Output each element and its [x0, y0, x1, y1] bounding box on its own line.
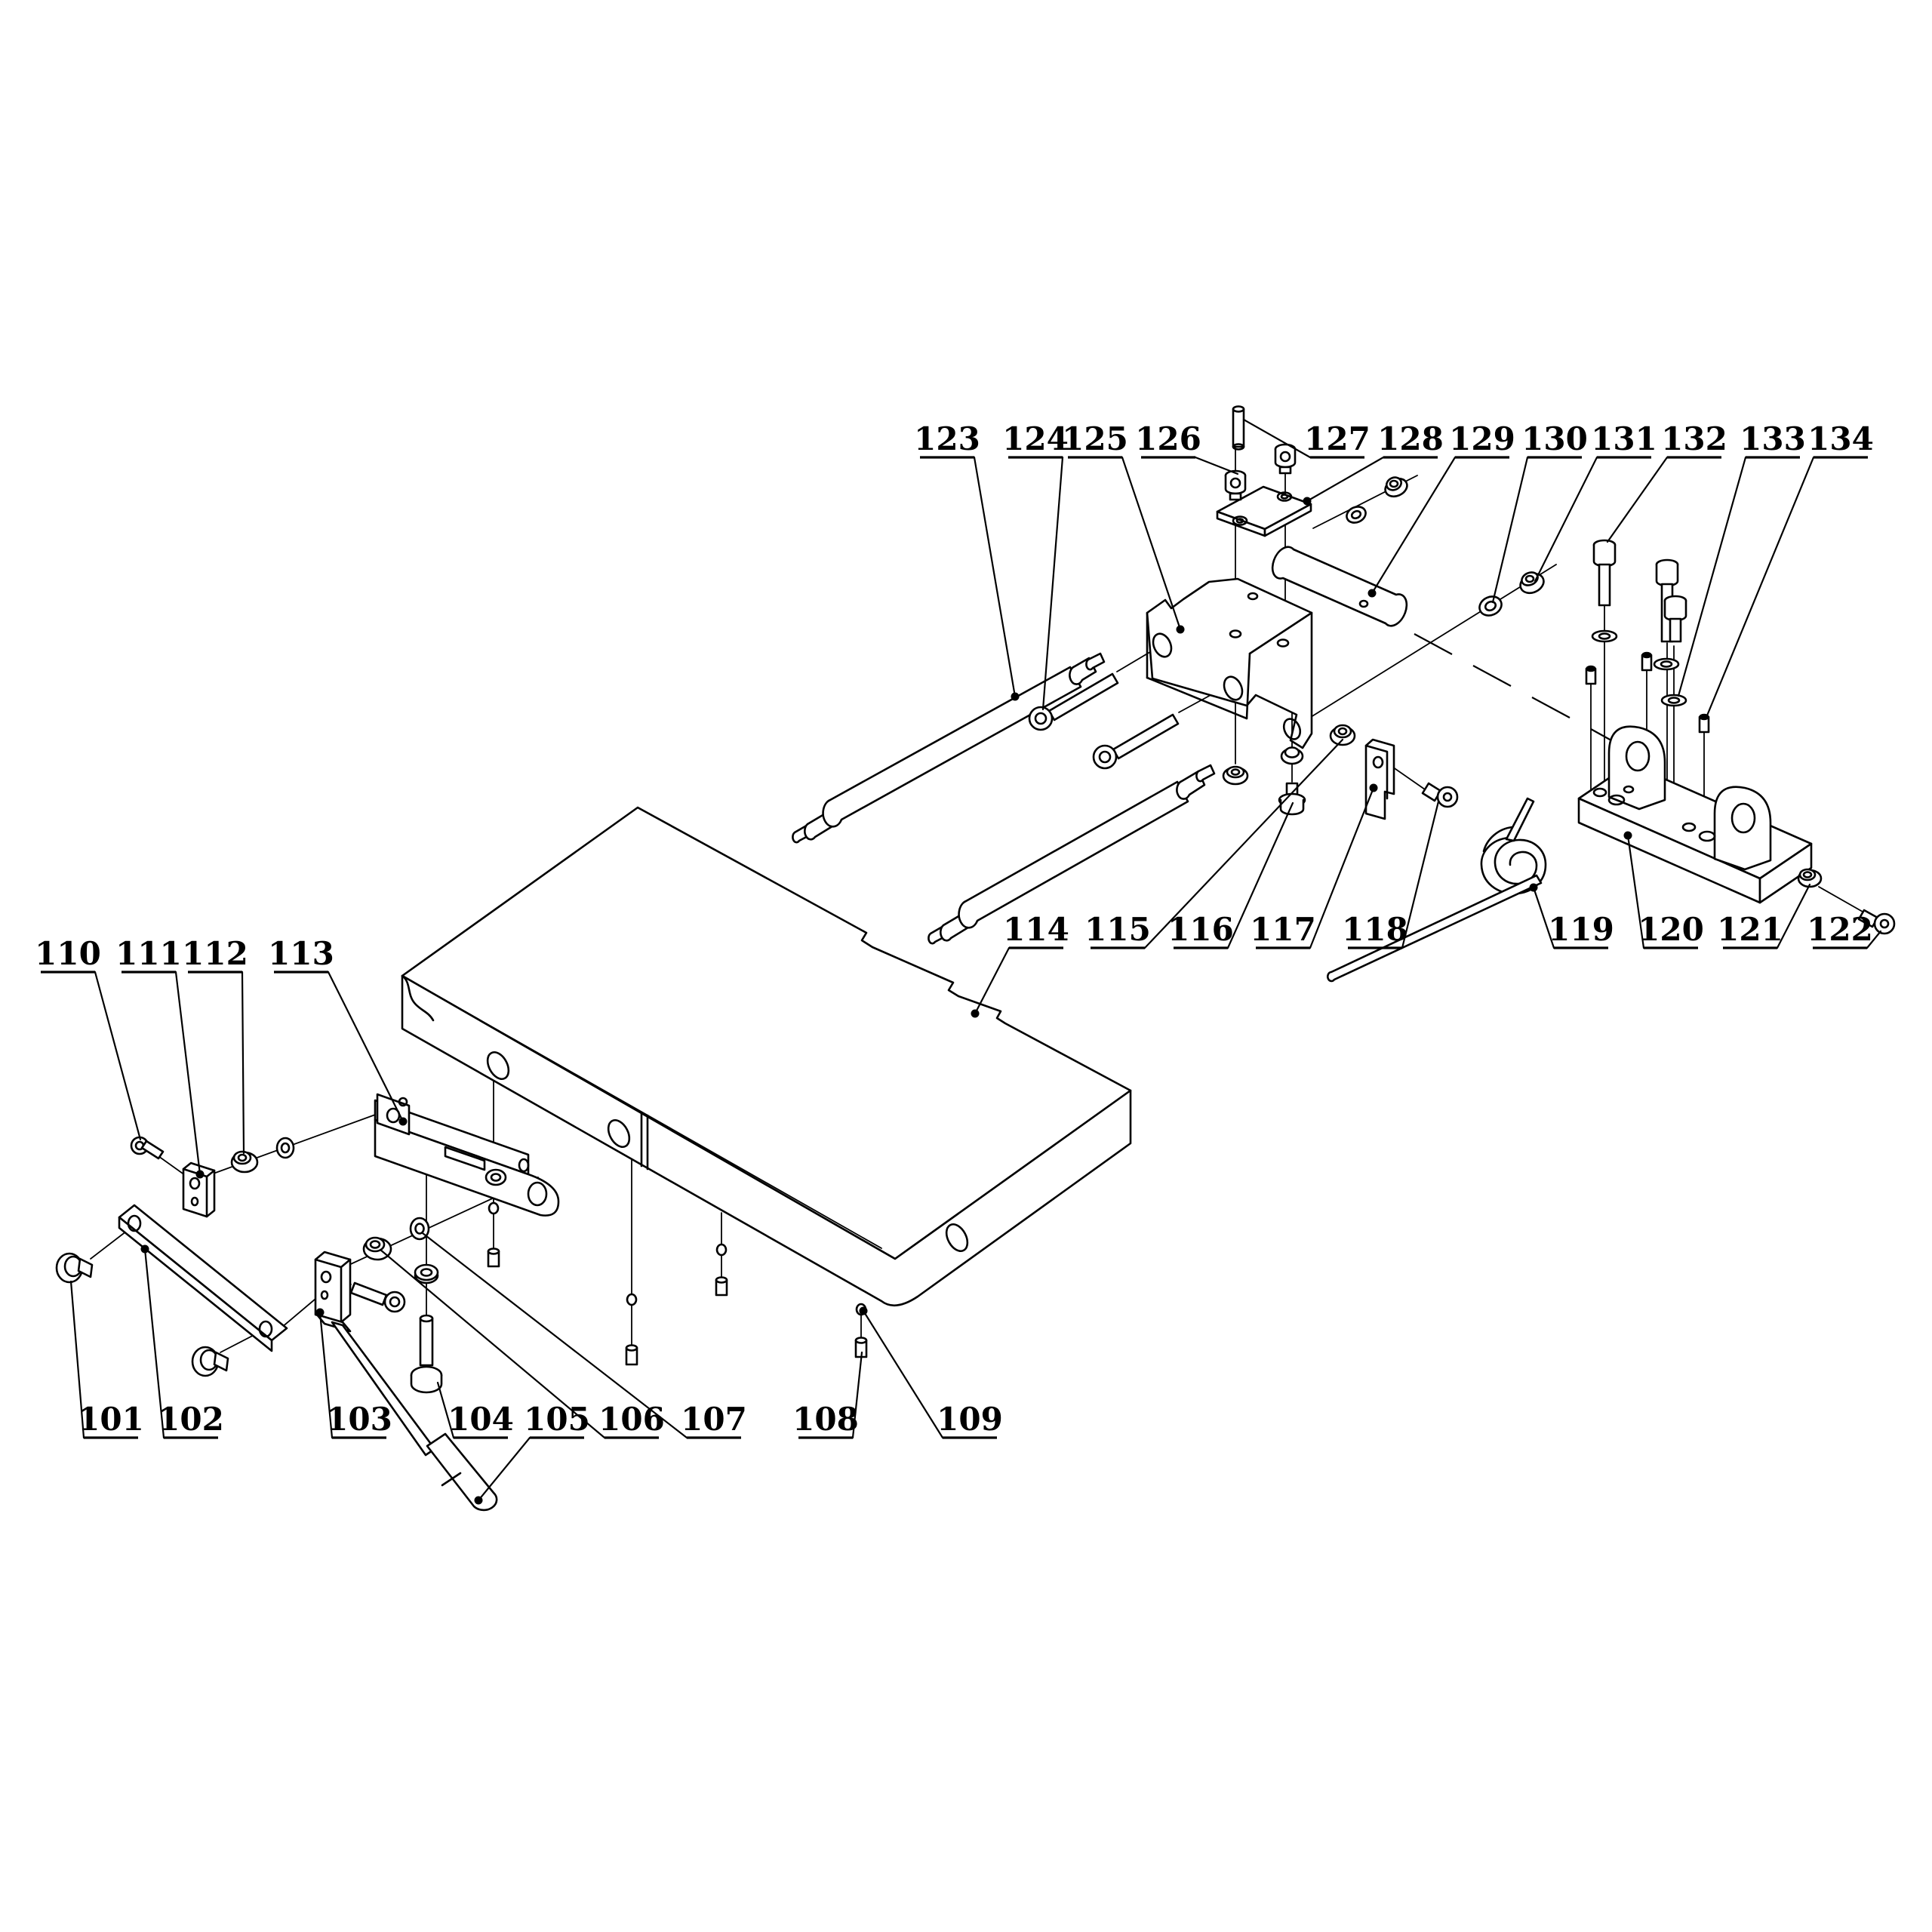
socket-bolt-124a	[1028, 672, 1119, 731]
flange-nut-112	[230, 1150, 259, 1174]
callout-122: 122	[1807, 911, 1873, 948]
callout-labels: 123 124 125 126 127 128 129 130 131 132 …	[35, 420, 1874, 1439]
set-screws-base	[1585, 651, 1710, 734]
socket-screw-126b	[1274, 443, 1297, 475]
hex-bolt-132	[1591, 539, 1618, 643]
torsion-spring	[1327, 797, 1547, 983]
callout-114: 114	[1003, 911, 1069, 948]
callout-133: 133	[1740, 420, 1806, 457]
callout-118: 118	[1342, 911, 1408, 948]
cover-plate	[1216, 485, 1312, 537]
callout-116: 116	[1168, 911, 1234, 948]
callout-107: 107	[681, 1401, 747, 1438]
nut-and-flange-bolt-116	[1278, 746, 1306, 816]
lock-lever-105	[331, 1321, 498, 1512]
flange-nut-115	[1329, 724, 1356, 746]
screw-118	[1421, 782, 1459, 808]
callout-124: 124	[1002, 420, 1069, 457]
flange-nut-121	[1797, 868, 1823, 888]
cap-screw-122	[1857, 909, 1896, 935]
latch-plate	[1364, 738, 1395, 820]
callout-130: 130	[1521, 420, 1588, 457]
clamp-plate-113	[374, 1093, 560, 1217]
callout-123: 123	[914, 420, 980, 457]
pin-127	[1232, 405, 1245, 451]
flange-nut-131	[1519, 571, 1545, 595]
callout-105: 105	[524, 1401, 590, 1438]
callout-103: 103	[326, 1401, 392, 1438]
callout-128: 128	[1377, 420, 1444, 457]
callout-109: 109	[937, 1401, 1003, 1438]
callout-110: 110	[35, 935, 101, 972]
callout-113: 113	[268, 935, 334, 972]
hex-bolt-133b	[1660, 595, 1687, 707]
callout-132: 132	[1661, 420, 1727, 457]
washer-left	[275, 1137, 295, 1159]
hex-nut-rod	[1222, 765, 1249, 786]
callout-125: 125	[1062, 420, 1128, 457]
callout-127: 127	[1304, 420, 1371, 457]
knob-screw-101b	[191, 1346, 229, 1377]
socket-bolt-block	[349, 1281, 406, 1313]
hex-nut-thin	[414, 1263, 439, 1284]
pivot-bracket	[1146, 577, 1313, 749]
leader-lines	[69, 418, 1882, 1505]
callout-119: 119	[1548, 911, 1614, 948]
pivot-cylinder	[1271, 546, 1408, 627]
shoulder-bolt-104	[410, 1314, 443, 1394]
callout-126: 126	[1135, 420, 1201, 457]
table-body	[401, 806, 1132, 1307]
screw-110	[130, 1136, 165, 1160]
bearing-base	[1577, 725, 1813, 904]
callout-106: 106	[598, 1401, 665, 1438]
callout-121: 121	[1717, 911, 1783, 948]
table-hanger-pins	[487, 1201, 868, 1366]
callout-117: 117	[1250, 911, 1316, 948]
slide-rod-lower	[928, 764, 1216, 945]
callout-104: 104	[448, 1401, 514, 1438]
washer-130	[1478, 595, 1503, 617]
stop-block-111	[182, 1161, 216, 1218]
flange-nut-106	[362, 1236, 392, 1261]
callout-120: 120	[1638, 911, 1704, 948]
callout-115: 115	[1084, 911, 1151, 948]
callout-131: 131	[1591, 420, 1657, 457]
callout-101: 101	[78, 1401, 144, 1438]
callout-108: 108	[792, 1401, 859, 1438]
link-arm-102	[118, 1204, 288, 1352]
socket-bolt-124b	[1092, 713, 1180, 770]
callout-112: 112	[182, 935, 248, 972]
callout-102: 102	[158, 1401, 224, 1438]
washer-nut-upper	[1346, 476, 1408, 524]
callout-129: 129	[1449, 420, 1515, 457]
socket-screw-126a	[1224, 469, 1247, 501]
slide-rod-upper	[792, 652, 1106, 844]
callout-134: 134	[1807, 420, 1874, 457]
knob-screw-101	[55, 1252, 94, 1284]
callout-111: 111	[115, 935, 182, 972]
